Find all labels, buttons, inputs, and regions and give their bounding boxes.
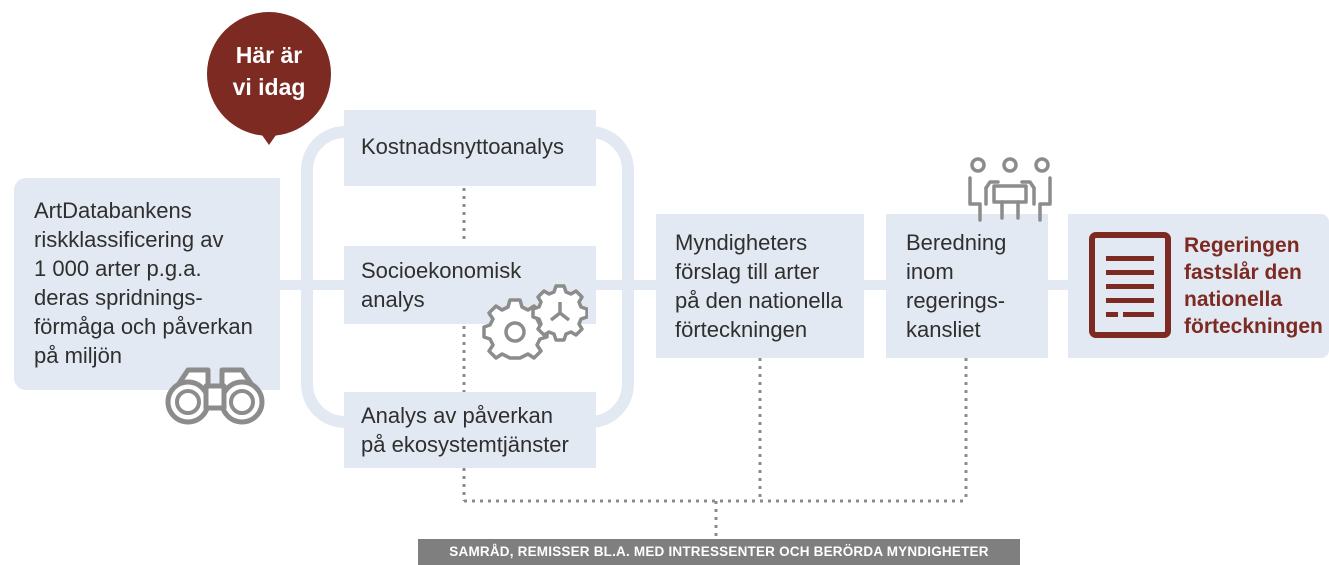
socioeconomic-line: analys: [361, 287, 425, 312]
risk-classification-line: 1 000 arter p.g.a.: [34, 256, 202, 281]
authority-proposal-line: på den nationella: [675, 288, 843, 313]
government-preparation-line: Beredning: [906, 230, 1007, 255]
authority-proposal-line: Myndigheters: [675, 230, 808, 255]
government-decision-line: nationella: [1184, 288, 1283, 311]
risk-classification-line: på miljön: [34, 343, 123, 368]
authority-proposal-line: förteckningen: [675, 317, 808, 342]
meeting-icon: [968, 157, 1052, 222]
gears-icon: [482, 284, 588, 360]
government-preparation-box: [886, 214, 1048, 358]
ecosystem-line: Analys av påverkan: [361, 403, 553, 428]
socioeconomic-line: Socioekonomisk: [361, 258, 522, 283]
risk-classification-line: deras spridnings-: [34, 285, 203, 310]
bubble-line-1: Här är: [235, 42, 303, 68]
binoculars-icon: [165, 367, 265, 425]
risk-classification-line: ArtDatabankens: [34, 198, 192, 223]
authority-proposal-line: förslag till arter: [675, 259, 820, 284]
cost-benefit-label: Kostnadsnyttoanalys: [361, 134, 565, 159]
government-decision-line: förteckningen: [1184, 315, 1323, 338]
government-decision-line: Regeringen: [1184, 234, 1300, 257]
risk-classification-box: [14, 178, 280, 390]
location-bubble: [207, 12, 331, 145]
government-preparation-line: kansliet: [906, 317, 981, 342]
government-preparation-line: regerings-: [906, 288, 1006, 313]
government-decision-line: fastslår den: [1184, 261, 1302, 284]
risk-classification-line: riskklassificering av: [34, 227, 224, 252]
risk-classification-line: förmåga och påverkan: [34, 314, 253, 339]
cost-benefit-box: [344, 110, 596, 186]
authority-proposal-box: [656, 214, 864, 358]
government-preparation-line: inom: [906, 259, 954, 284]
bubble-line-2: vi idag: [232, 74, 306, 100]
consultation-label: SAMRÅD, REMISSER BL.A. MED INTRESSENTER …: [449, 544, 989, 559]
document-icon: [1089, 232, 1171, 338]
ecosystem-line: på ekosystemtjänster: [361, 432, 569, 457]
consultation-band: SAMRÅD, REMISSER BL.A. MED INTRESSENTER …: [418, 539, 1020, 565]
ecosystem-box: [344, 392, 596, 468]
